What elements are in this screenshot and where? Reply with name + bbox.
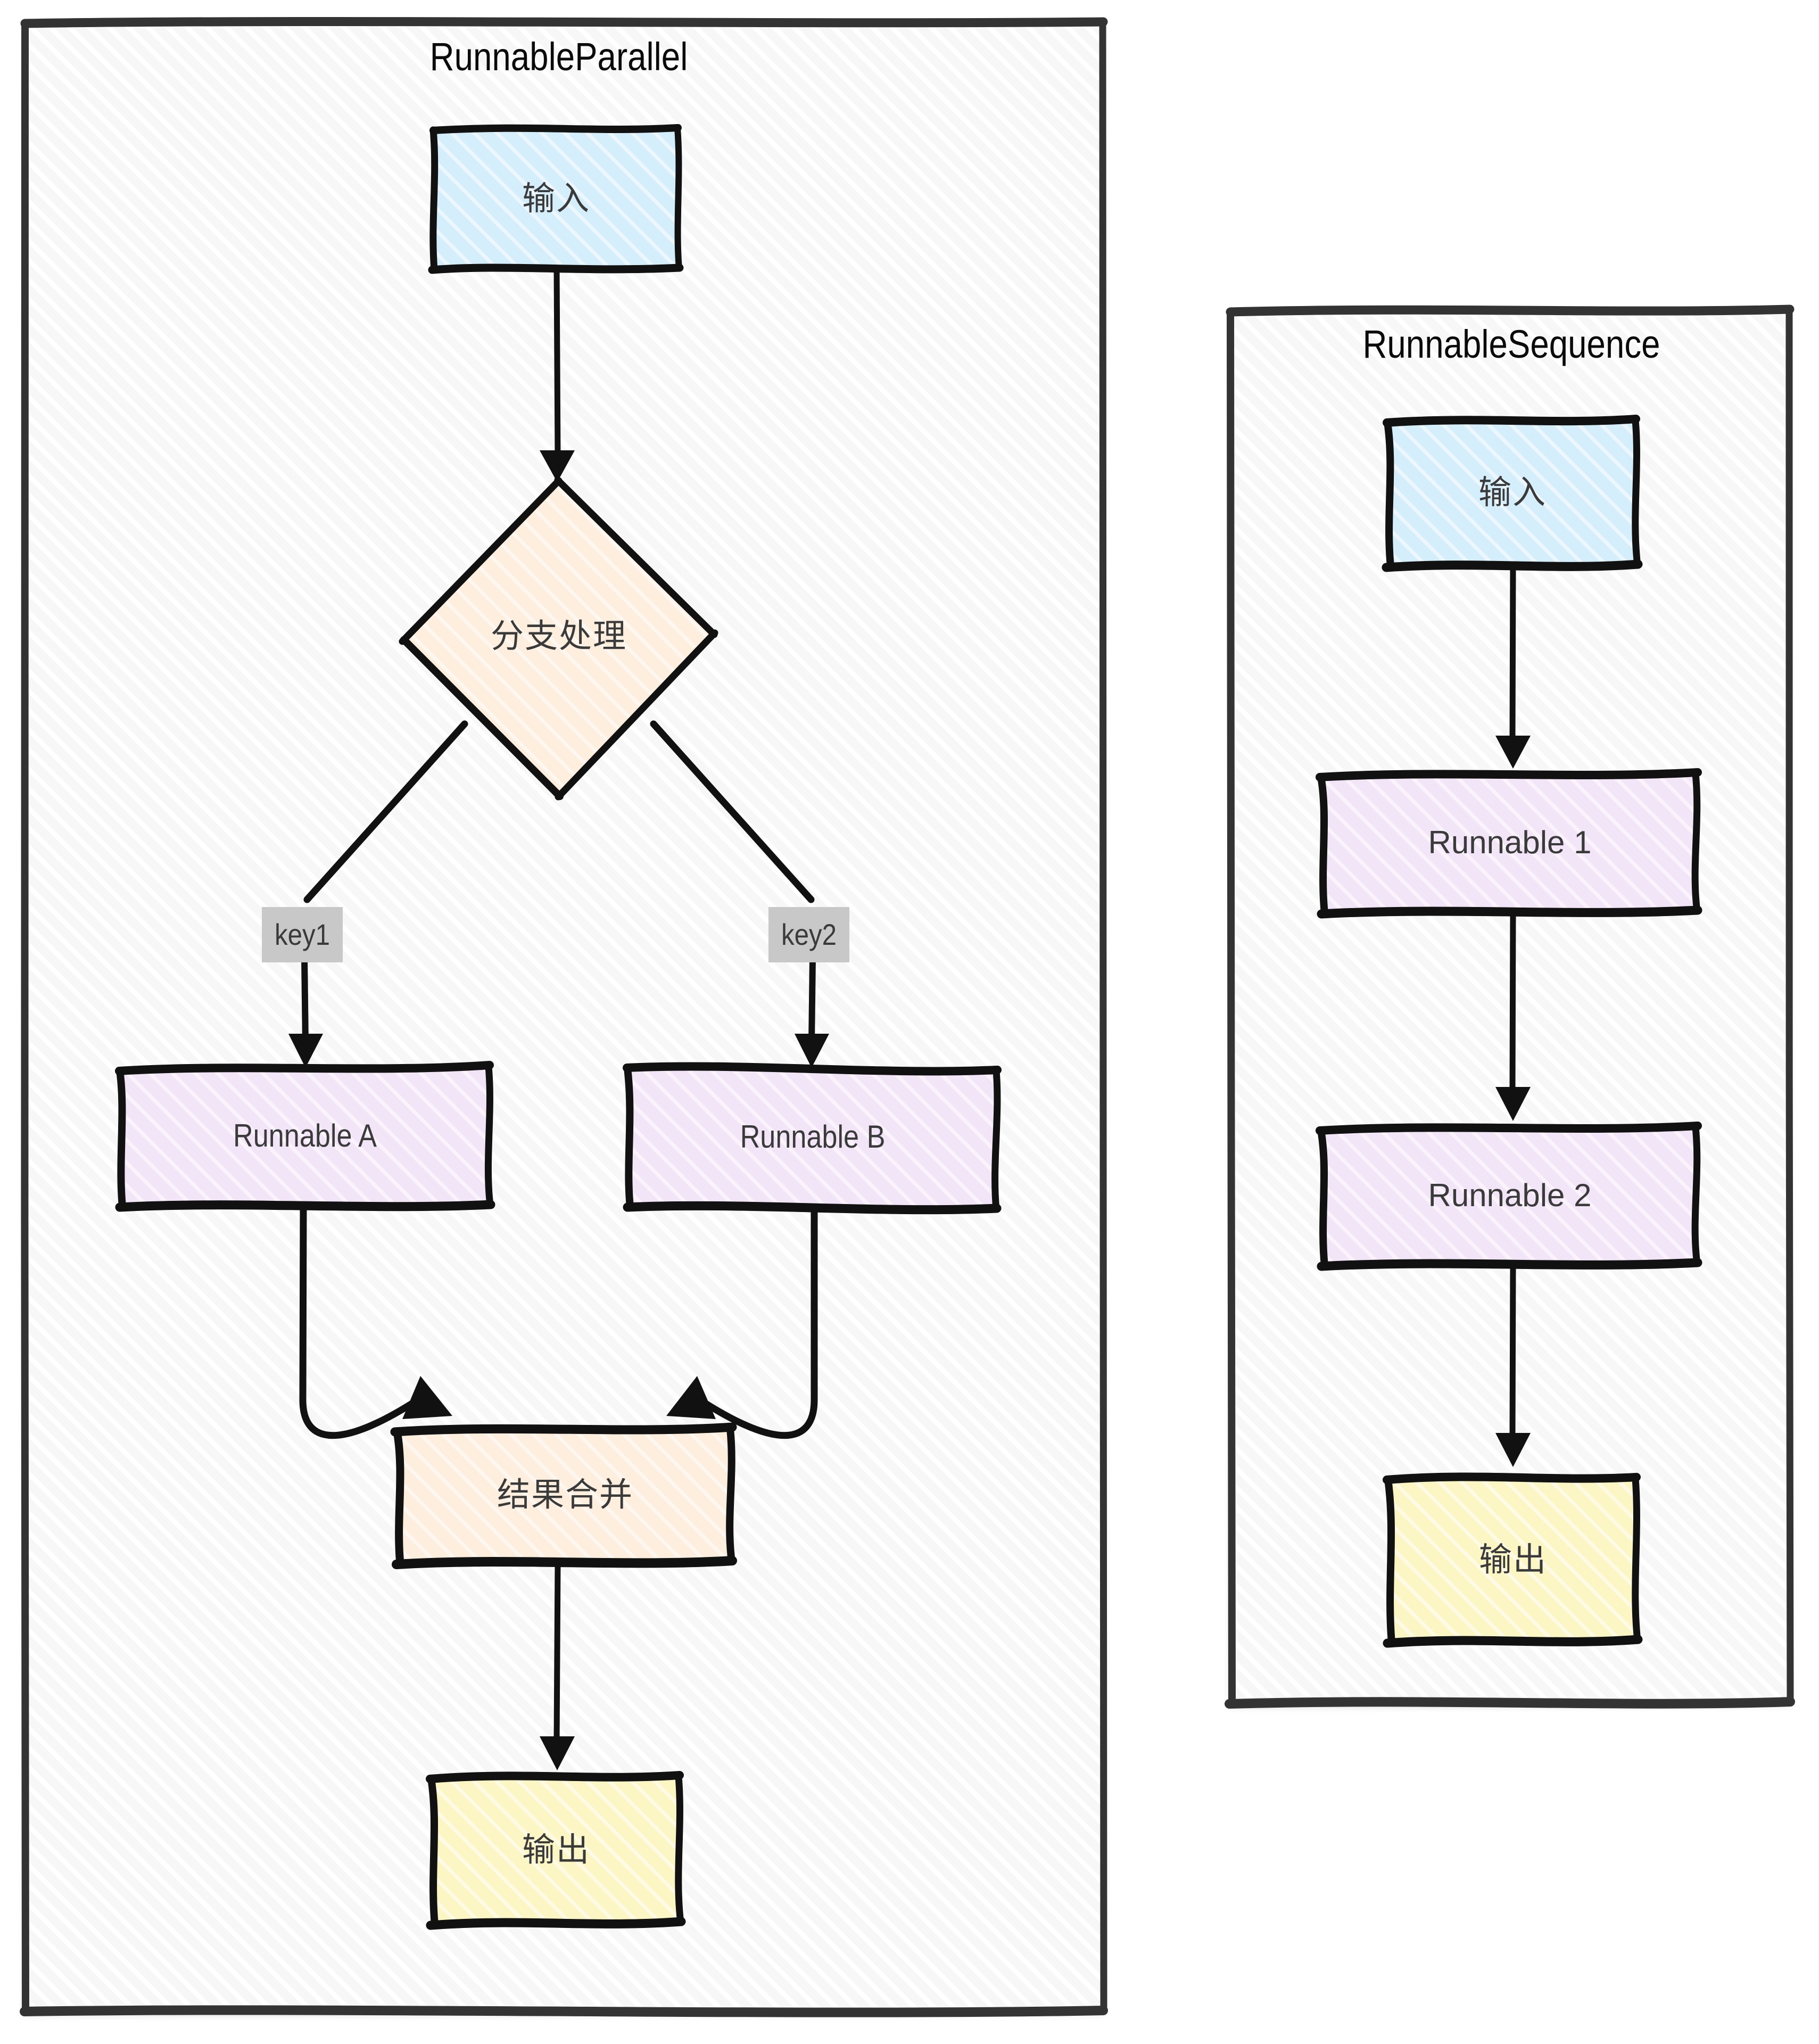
edge-rs-runnable-1-to-runnable-2 [1495,911,1531,1121]
edge-rp-merge-to-output [540,1562,575,1770]
node-rp-runnable-a[interactable] [115,1061,495,1212]
panel-runnable-parallel [20,17,1108,2017]
node-rs-runnable-1[interactable] [1316,768,1702,919]
node-rs-output[interactable] [1383,1472,1643,1648]
edge-rp-branch-to-runnable-a [288,720,468,1068]
edge-label-key1 [262,907,343,962]
node-rp-runnable-b[interactable] [623,1062,1002,1215]
edge-label-key2 [768,907,849,962]
edge-rs-runnable-2-to-output [1495,1264,1531,1467]
node-rs-input[interactable] [1382,415,1643,572]
edge-rp-input-to-branch [540,267,575,482]
panel-parallel-body [24,21,1104,2012]
edge-rp-runnable-a-to-merge [299,1205,452,1439]
edge-rp-runnable-b-to-merge [666,1206,818,1439]
edge-rp-branch-to-runnable-b [650,720,829,1068]
node-rp-output[interactable] [426,1771,686,1930]
node-rp-input[interactable] [428,124,684,274]
node-rp-merge[interactable] [390,1422,737,1569]
node-rp-branch[interactable] [399,476,718,801]
edge-rs-input-to-runnable-1 [1495,564,1531,769]
node-rs-runnable-2[interactable] [1316,1122,1702,1271]
